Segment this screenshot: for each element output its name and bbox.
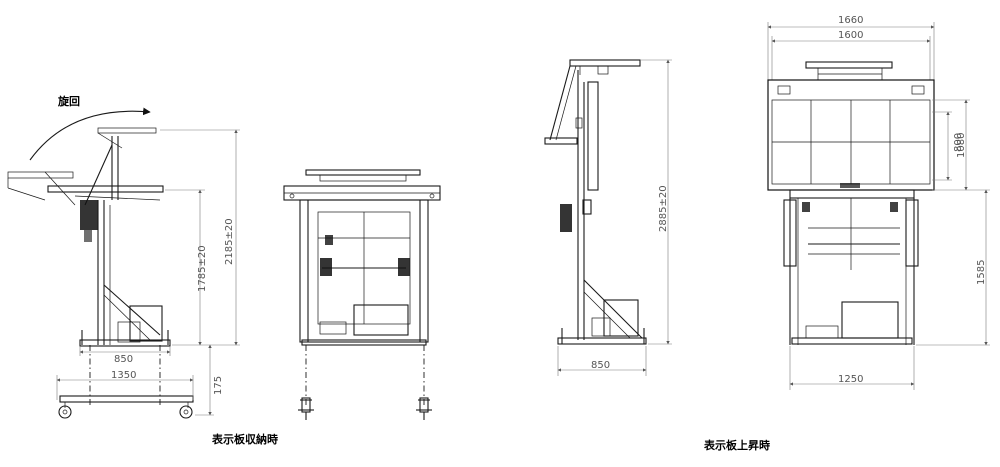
front-view-stowed: 表示板収納時 (211, 169, 441, 446)
caption-raised: 表示板上昇時 (703, 438, 770, 452)
dim-side-raised-height: 2885±20 (658, 185, 669, 232)
dim-side-raised-base: 850 (591, 360, 610, 371)
dim-front-panel-outer: 1080 (956, 133, 967, 158)
dim-side-stowed-span: 1350 (111, 370, 136, 381)
dim-side-stowed-base: 850 (114, 354, 133, 365)
rotation-label: 旋回 (57, 94, 80, 108)
dim-front-base-width: 1250 (838, 374, 863, 385)
caster-left (298, 397, 314, 420)
dim-front-panel-width: 1600 (838, 30, 863, 41)
dim-front-total-width: 1660 (838, 15, 863, 26)
dim-side-stowed-h2: 2185±20 (224, 218, 235, 265)
caster-right (416, 397, 432, 420)
dim-side-stowed-h1: 1785±20 (197, 245, 208, 292)
caption-stowed: 表示板収納時 (211, 432, 278, 446)
side-view-stowed: 旋回 (7, 94, 240, 419)
dim-front-frame-height: 1585 (976, 260, 987, 285)
rotation-arrow (29, 107, 151, 161)
dim-front-panel-inner: 800 (953, 133, 964, 152)
dim-side-stowed-caster: 175 (213, 376, 224, 395)
front-view-raised: 1660 1600 1080 800 (703, 15, 990, 452)
side-view-raised: 850 2885±20 (544, 59, 672, 376)
